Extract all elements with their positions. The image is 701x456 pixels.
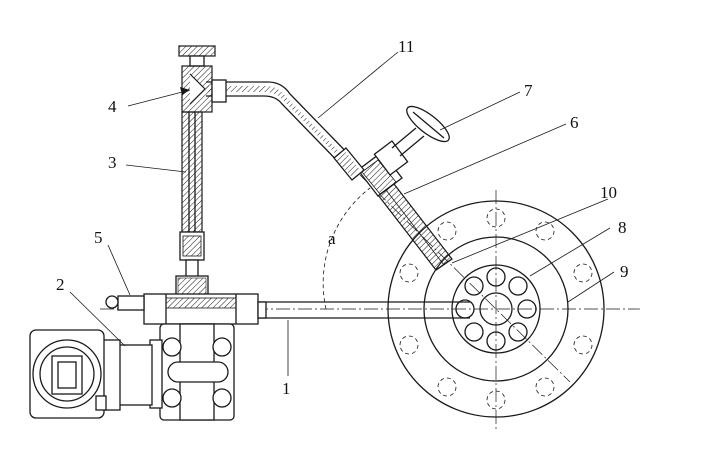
label-part-1: 1 [282, 379, 291, 398]
label-part-2: 2 [56, 275, 65, 294]
horizontal-pipe [258, 301, 470, 319]
label-part-10: 10 [600, 183, 617, 202]
label-part-6: 6 [570, 113, 579, 132]
label-part-11: 11 [398, 37, 414, 56]
label-angle-a: a [328, 229, 336, 248]
label-part-8: 8 [618, 218, 627, 237]
tee-fitting [178, 45, 227, 113]
angle-arc [322, 187, 371, 310]
manifold-block [105, 293, 267, 325]
label-part-3: 3 [108, 153, 117, 172]
transmitter-housing [29, 329, 107, 419]
label-part-5: 5 [94, 228, 103, 247]
pressure-transmitter [29, 323, 235, 421]
vertical-tube [175, 111, 209, 297]
valve-handwheel [406, 105, 450, 143]
part-labels: 1 2 3 4 5 6 7 8 9 10 11 a [56, 37, 629, 398]
leader-lines [69, 51, 615, 376]
label-part-4: 4 [108, 97, 117, 116]
label-part-7: 7 [524, 81, 533, 100]
needle-valve [357, 105, 450, 197]
impulse-tube [206, 81, 365, 181]
label-part-9: 9 [620, 262, 629, 281]
flange [387, 190, 605, 430]
